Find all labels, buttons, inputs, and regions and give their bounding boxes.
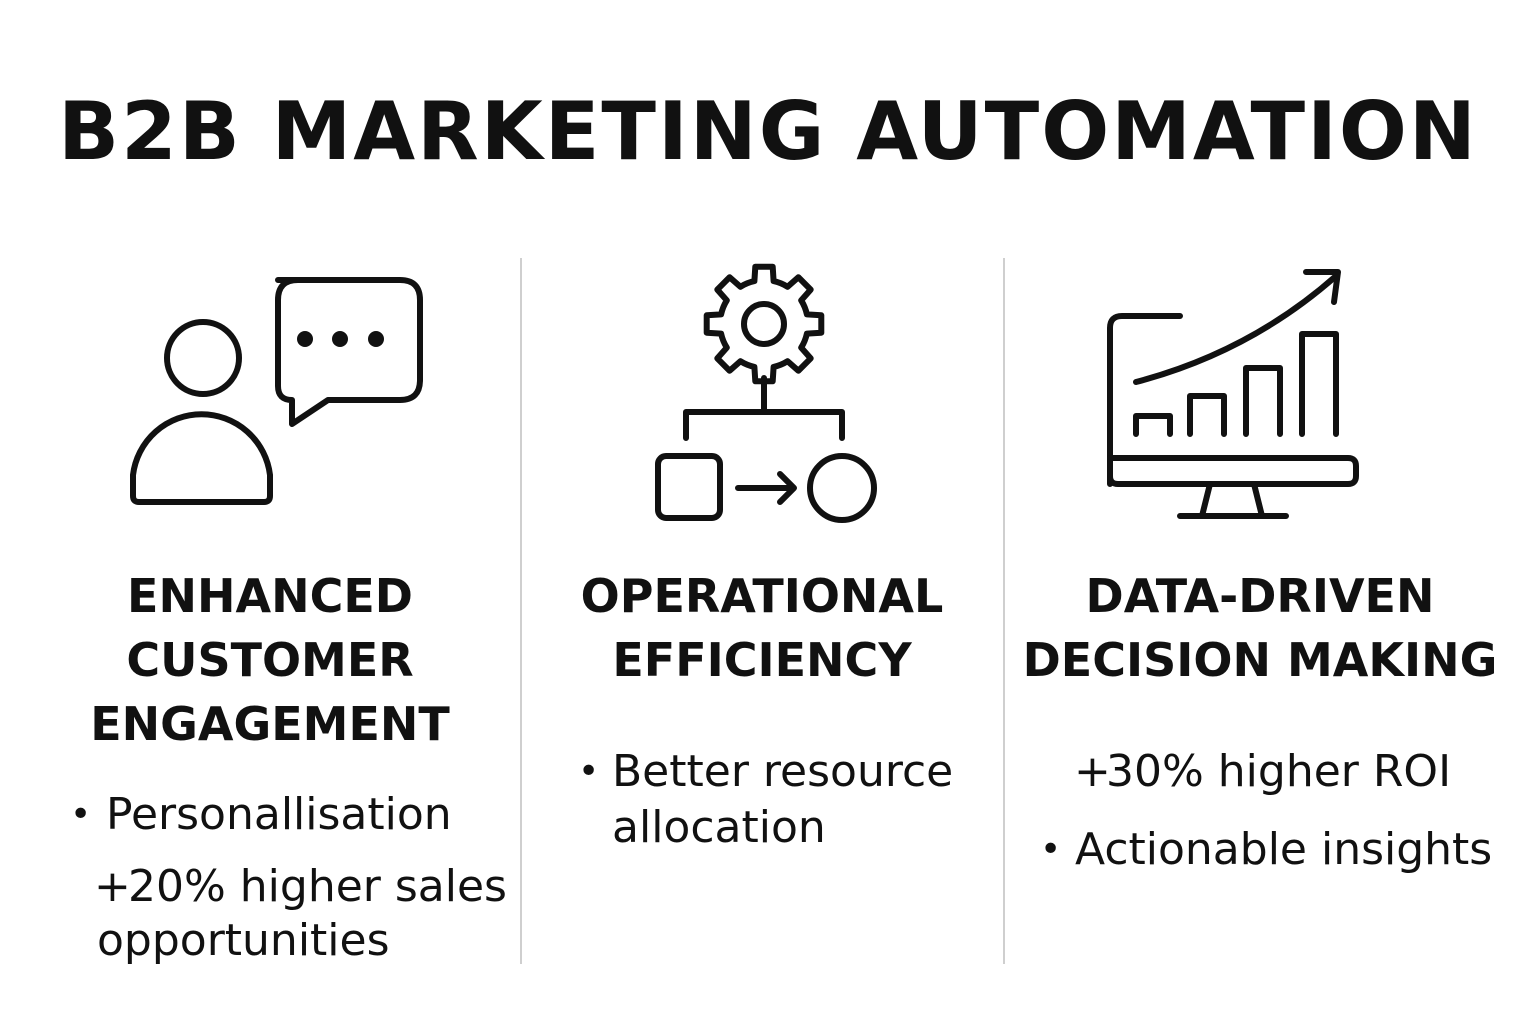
item-line: Better resource <box>612 746 954 797</box>
column-divider-left <box>520 258 522 964</box>
heading-line: ENHANCED <box>127 569 413 623</box>
item-line: 20% higher sales <box>128 861 507 912</box>
column-heading-efficiency: OPERATIONAL EFFICIENCY <box>522 564 1002 692</box>
heading-line: ENGAGEMENT <box>90 697 450 751</box>
list-item-actionable-insights: Actionable insights <box>1075 824 1493 875</box>
list-item-sales-opportunities: 20% higher sales <box>128 859 507 915</box>
heading-line: OPERATIONAL <box>580 569 944 623</box>
monitor-growth-chart-icon <box>1107 269 1359 519</box>
column-divider-right <box>1003 258 1005 964</box>
person-speech-bubble-icon <box>130 277 423 505</box>
plus-marker: + <box>94 861 131 912</box>
list-item-sales-opportunities-line2: opportunities <box>97 915 390 966</box>
heading-line: DECISION MAKING <box>1022 633 1498 687</box>
list-item-higher-roi: 30% higher ROI <box>1106 746 1452 797</box>
column-heading-engagement: ENHANCED CUSTOMER ENGAGEMENT <box>20 564 520 756</box>
bullet-marker: • <box>70 794 92 835</box>
bullet-marker: • <box>578 751 600 792</box>
column-heading-data-driven: DATA-DRIVEN DECISION MAKING <box>1005 564 1515 692</box>
page-title: B2B MARKETING AUTOMATION <box>58 85 1478 178</box>
list-item-personalisation: Personallisation <box>106 789 452 840</box>
heading-line: CUSTOMER <box>126 633 414 687</box>
gear-workflow-icon <box>655 263 877 523</box>
item-line: allocation <box>612 802 826 853</box>
gear-teeth <box>703 263 825 385</box>
list-item-resource-allocation: Better resource allocation <box>612 744 953 856</box>
heading-line: DATA-DRIVEN <box>1085 569 1435 623</box>
bullet-marker: • <box>1040 829 1062 870</box>
heading-line: EFFICIENCY <box>612 633 912 687</box>
plus-marker: + <box>1074 746 1111 797</box>
gear-hub <box>741 301 787 347</box>
